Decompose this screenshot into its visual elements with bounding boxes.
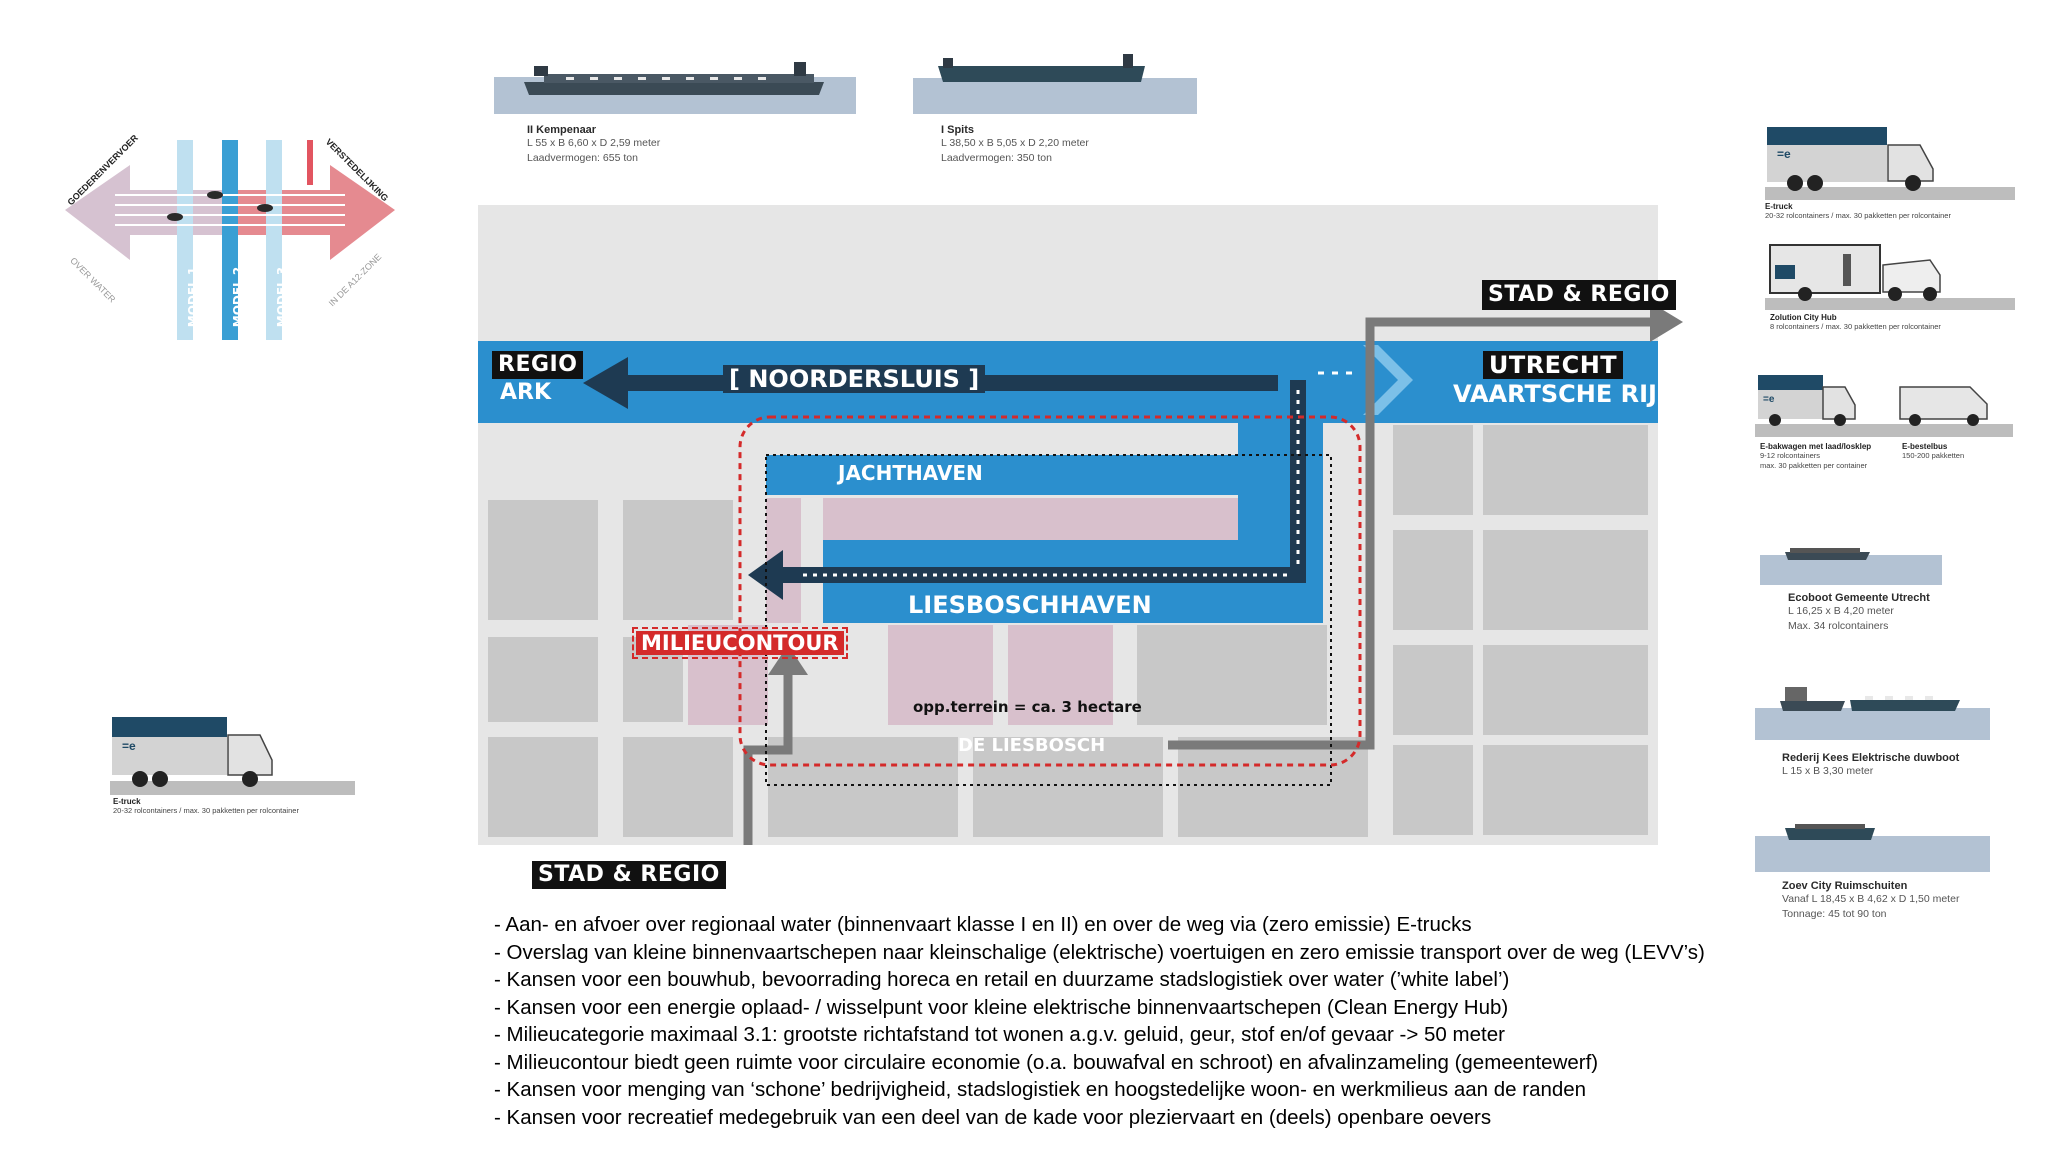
ebakwagen-ebestelbus-icons: =e	[1755, 375, 2013, 437]
zolution-city-hub	[1765, 240, 2015, 310]
duwboot-icon	[1755, 687, 1990, 740]
ship-spits	[913, 48, 1197, 114]
bullet-item: - Overslag van kleine binnenvaartschepen…	[494, 940, 1705, 964]
left-etruck: =e	[110, 715, 355, 795]
etruck-icon: =e	[110, 717, 355, 795]
ebakwagen-capacity: 9-12 rolcontainers	[1760, 451, 1821, 460]
opp-terrein-label: opp.terrein = ca. 3 hectare	[913, 698, 1142, 716]
etruck-right-icon: =e	[1765, 127, 2015, 200]
kempenaar-ship-icon	[494, 62, 856, 114]
liesboschhaven-label: LIESBOSCHHAVEN	[908, 591, 1152, 619]
ebestelbus-title: E-bestelbus	[1902, 442, 1948, 451]
kempenaar-capacity: Laadvermogen: 655 ton	[527, 152, 638, 164]
noordersluis-label: [ NOORDERSLUIS ]	[723, 365, 986, 393]
zoev-ruimschuiten	[1755, 820, 1990, 872]
kempenaar-title: II Kempenaar	[527, 124, 597, 136]
kees-dimensions: L 15 x B 3,30 meter	[1782, 765, 1874, 777]
site-map: STAD & REGIO REGIO ARK [ NOORDERSLUIS ] …	[478, 205, 1718, 885]
ebestelbus-capacity: 150-200 pakketten	[1902, 451, 1965, 460]
bullet-item: - Kansen voor menging van ‘schone’ bedri…	[494, 1078, 1587, 1101]
ecoboot-capacity: Max. 34 rolcontainers	[1788, 620, 1889, 632]
kees-duwboot	[1755, 685, 1990, 740]
zolution-capacity: 8 rolcontainers / max. 30 pakketten per …	[1770, 322, 1941, 331]
svg-text:=e: =e	[1763, 394, 1775, 405]
ship-kempenaar	[494, 32, 856, 114]
zoev-dimensions: Vanaf L 18,45 x B 4,62 x D 1,50 meter	[1782, 893, 1960, 905]
zolution-title: Zolution City Hub	[1770, 313, 1837, 322]
ecoboot-title: Ecoboot Gemeente Utrecht	[1788, 592, 1930, 604]
spits-ship-icon	[913, 54, 1197, 114]
stad-regio-top-label: STAD & REGIO	[1482, 280, 1676, 310]
bullet-item: - Kansen voor een bouwhub, bevoorrading …	[494, 968, 1510, 991]
stad-regio-bottom-label: STAD & REGIO	[532, 861, 726, 889]
ecoboot-icon	[1760, 548, 1942, 585]
model-3-label: MODEL 3	[275, 266, 290, 328]
left-etruck-capacity: 20-32 rolcontainers / max. 30 pakketten …	[113, 806, 299, 815]
spits-capacity: Laadvermogen: 350 ton	[941, 152, 1052, 164]
milieucontour-label: MILIEUCONTOUR	[632, 627, 848, 659]
double-arrow-diagram	[65, 140, 395, 340]
ecoboot-dimensions: L 16,25 x B 4,20 meter	[1788, 605, 1894, 617]
bullet-item: - Kansen voor een energie oplaad- / wiss…	[494, 995, 1509, 1019]
vaartsche-rijn-label: VAARTSCHE RIJN	[1453, 380, 1678, 408]
site-map-drawing	[478, 205, 1683, 885]
kempenaar-dimensions: L 55 x B 6,60 x D 2,59 meter	[527, 137, 661, 149]
ebakwagen-and-ebestelbus: =e	[1755, 372, 2013, 437]
bullet-item: - Kansen voor recreatief medegebruik van…	[494, 1105, 1492, 1129]
ruimschuit-icon	[1755, 824, 1990, 872]
utrecht-city-label: UTRECHT	[1482, 351, 1624, 379]
ark-label: ARK	[500, 380, 552, 405]
regio-ark-label: REGIO ARK	[492, 351, 584, 407]
ebakwagen-packages: max. 30 pakketten per container	[1760, 461, 1868, 470]
right-etruck: =e	[1765, 125, 2015, 200]
zoev-tonnage: Tonnage: 45 tot 90 ton	[1782, 908, 1887, 920]
ebakwagen-title: E-bakwagen met laad/losklep	[1760, 442, 1872, 451]
model-2-label: MODEL 2	[231, 266, 246, 328]
right-etruck-capacity: 20-32 rolcontainers / max. 30 pakketten …	[1765, 211, 1951, 220]
regio-label: REGIO	[492, 351, 584, 379]
model-1-label: MODEL 1	[186, 266, 201, 328]
left-etruck-title: E-truck	[113, 797, 141, 806]
spits-dimensions: L 38,50 x B 5,05 x D 2,20 meter	[941, 137, 1089, 149]
spits-title: I Spits	[941, 124, 975, 136]
kees-title: Rederij Kees Elektrische duwboot	[1782, 752, 1960, 764]
svg-text:=e: =e	[1777, 147, 1791, 161]
model-diagram: GOEDERENVERVOER OVER WATER VERSTEDELIJKI…	[55, 125, 405, 355]
jachthaven-label: JACHTHAVEN	[838, 461, 983, 485]
utrecht-label: UTRECHT VAARTSCHE RIJN	[1453, 351, 1678, 409]
ecoboot	[1760, 540, 1942, 585]
zolution-van-icon	[1765, 244, 2015, 310]
bullet-item: - Aan- en afvoer over regionaal water (b…	[494, 913, 1472, 936]
right-etruck-title: E-truck	[1765, 202, 1793, 211]
bullet-list: - Aan- en afvoer over regionaal water (b…	[494, 911, 1744, 1131]
zoev-title: Zoev City Ruimschuiten	[1782, 880, 1908, 892]
bullet-item: - Milieucategorie maximaal 3.1: grootste…	[494, 1023, 1505, 1046]
de-liesbosch-label: DE LIESBOSCH	[958, 735, 1106, 756]
svg-text:=e: =e	[122, 739, 136, 753]
bullet-item: - Milieucontour biedt geen ruimte voor c…	[494, 1050, 1599, 1074]
